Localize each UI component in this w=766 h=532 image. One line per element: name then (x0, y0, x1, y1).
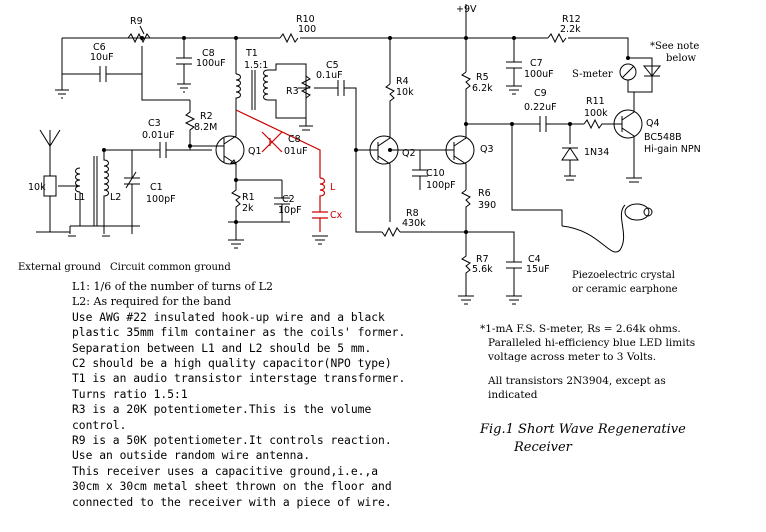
ext-ground-label: External ground (18, 262, 102, 273)
r4-value: 10k (396, 87, 414, 98)
figure-caption-line2: Receiver (514, 440, 572, 455)
smeter-notes: *1-mA F.S. S-meter, Rs = 2.64k ohms. Par… (480, 322, 695, 402)
c4-label: C4 (528, 254, 541, 265)
note-line: L1: 1/6 of the number of turns of L2 (72, 280, 273, 293)
c7-label: C7 (530, 58, 543, 69)
r5-value: 6.2k (472, 83, 493, 94)
r6-value: 390 (478, 200, 496, 211)
c1-label: C1 (150, 182, 163, 193)
r10-value: 100 (298, 24, 316, 35)
r4-label: R4 (396, 76, 409, 87)
r9-label: R9 (130, 16, 143, 27)
r3-label: R3 (286, 86, 299, 97)
c8b-label: C8 (288, 134, 301, 145)
note-line: This receiver uses a capacitive ground,i… (72, 464, 379, 478)
c5-label: C5 (326, 60, 339, 71)
note-line: Use an outside random wire antenna. (72, 449, 311, 463)
r10-label: R10 (296, 14, 315, 25)
note-line: L2: As required for the band (72, 295, 231, 309)
q4-label: Q4 (646, 118, 660, 129)
d1-label: 1N34 (584, 147, 609, 158)
l-red-label: L (330, 182, 336, 193)
r8-label: R8 (406, 208, 419, 219)
ant-res-label: 10k (28, 182, 46, 193)
see-note-1: *See note (650, 41, 699, 52)
smeter-label: S-meter (572, 69, 613, 80)
side-note: voltage across meter to 3 Volts. (488, 351, 657, 363)
q4-desc: Hi-gain NPN (644, 144, 701, 155)
c9-value: 0.22uF (524, 102, 557, 113)
note-line: Separation between L1 and L2 should be 5… (72, 341, 372, 355)
side-note: All transistors 2N3904, except as (488, 375, 666, 387)
note-line: connected to the receiver with a piece o… (72, 495, 392, 509)
c8-value: 100uF (196, 58, 226, 69)
vcc-label: +9V (456, 4, 477, 15)
l1-label: L1 (74, 192, 85, 203)
note-line: Turns ratio 1.5:1 (72, 387, 188, 401)
c2-label: C2 (282, 194, 295, 205)
r5-label: R5 (476, 72, 489, 83)
c4-value: 15uF (526, 264, 550, 275)
r12-label: R12 (562, 14, 581, 25)
cx-red-label: Cx (330, 210, 343, 221)
r11-value: 100k (584, 108, 608, 119)
r8-value: 430k (402, 218, 426, 229)
q4-part: BC548B (644, 132, 682, 143)
note-line: C2 should be a high quality capacitor(NP… (72, 357, 392, 371)
note-line: T1 is an audio transistor interstage tra… (72, 372, 406, 386)
c9-label: C9 (534, 88, 547, 99)
figure-caption: Fig.1 Short Wave Regenerative (480, 422, 686, 437)
r2-value: 8.2M (194, 122, 217, 133)
note-line: Use AWG #22 insulated hook-up wire and a… (72, 310, 385, 324)
r1-label: R1 (242, 192, 255, 203)
note-line: control. (72, 418, 127, 432)
r7-value: 5.6k (472, 264, 493, 275)
earphone-line-2: or ceramic earphone (572, 284, 678, 295)
c8-label: C8 (202, 48, 215, 59)
r12-value: 2.2k (560, 24, 581, 35)
c6-label: C6 (93, 42, 106, 53)
r11-label: R11 (586, 96, 605, 107)
c3-value: 0.01uF (142, 130, 175, 141)
side-note: Paralleled hi-efficiency blue LED limits (488, 337, 696, 349)
c3-label: C3 (148, 118, 161, 129)
note-line: plastic 35mm film container as the coils… (72, 326, 406, 340)
c6-value: 10uF (90, 52, 114, 63)
r1-value: 2k (242, 203, 254, 214)
build-notes: L1: 1/6 of the number of turns of L2 L2:… (72, 279, 472, 510)
r6-label: R6 (478, 188, 491, 199)
c8b-value: 01uF (284, 146, 308, 157)
side-note: indicated (488, 389, 538, 401)
q1-label: Q1 (248, 146, 262, 157)
t1-label: T1 (245, 48, 258, 59)
c1-value: 100pF (146, 194, 176, 205)
t1-ratio: 1.5:1 (244, 60, 268, 71)
r2-label: R2 (200, 111, 213, 122)
note-line: 30cm x 30cm metal sheet thrown on the fl… (72, 480, 392, 494)
c2-value: 10pF (278, 205, 302, 216)
r7-label: R7 (476, 254, 489, 265)
side-note: *1-mA F.S. S-meter, Rs = 2.64k ohms. (480, 323, 681, 335)
circuit-ground-label: Circuit common ground (110, 262, 231, 273)
note-line: R3 is a 20K potentiometer.This is the vo… (72, 403, 372, 417)
q2-label: Q2 (402, 148, 416, 159)
note-line: R9 is a 50K potentiometer.It controls re… (72, 434, 392, 448)
l2-label: L2 (110, 192, 121, 203)
earphone-line-1: Piezoelectric crystal (572, 270, 675, 281)
see-note-2: below (666, 53, 697, 64)
c10-value: 100pF (426, 180, 456, 191)
c7-value: 100uF (524, 69, 554, 80)
c5-value: 0.1uF (316, 70, 343, 81)
c10-label: C10 (426, 168, 445, 179)
q3-label: Q3 (480, 144, 494, 155)
